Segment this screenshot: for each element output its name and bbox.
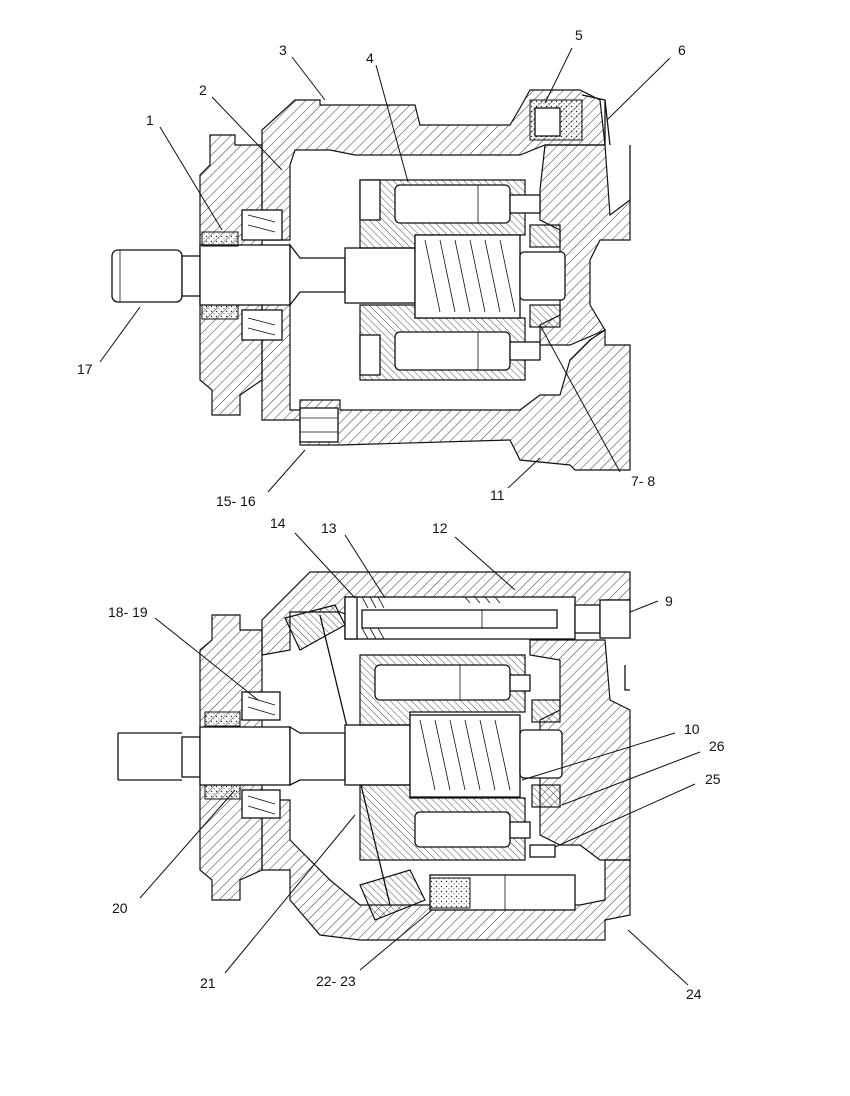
callout-5: 5 — [575, 27, 583, 43]
leader-4 — [375, 64, 409, 183]
leader-5 — [544, 47, 573, 104]
callout-25: 25 — [705, 771, 721, 787]
leader-25 — [554, 783, 696, 848]
leader-3 — [291, 56, 326, 101]
leader-6 — [606, 57, 671, 121]
callout-26: 26 — [709, 738, 725, 754]
callout-9: 9 — [665, 593, 673, 609]
leader-13 — [344, 534, 386, 599]
top-cross-section — [111, 89, 631, 471]
callout-21: 21 — [200, 975, 216, 991]
bottom-cross-section — [117, 571, 631, 941]
top-leaders — [99, 47, 671, 493]
leader-1 — [159, 126, 223, 231]
leader-18-19 — [154, 617, 259, 701]
callout-22-23: 22- 23 — [316, 973, 356, 989]
callout-3: 3 — [279, 42, 287, 58]
leader-21 — [224, 814, 356, 974]
callout-17: 17 — [77, 361, 93, 377]
leader-12 — [454, 536, 516, 591]
callout-11: 11 — [490, 487, 505, 503]
leader-14 — [294, 532, 356, 599]
leader-2 — [211, 96, 283, 171]
top-callouts: 1 2 3 4 5 6 17 15- 16 11 7- 8 — [77, 27, 686, 509]
leader-26 — [561, 751, 701, 806]
callout-12: 12 — [432, 520, 448, 536]
leader-15-16 — [267, 449, 306, 493]
leader-10 — [521, 732, 676, 781]
callout-20: 20 — [112, 900, 128, 916]
leader-11 — [507, 457, 541, 489]
callout-6: 6 — [678, 42, 686, 58]
callout-1: 1 — [146, 112, 154, 128]
leader-24 — [627, 929, 689, 986]
callout-4: 4 — [366, 50, 374, 66]
leader-17 — [99, 306, 141, 363]
leader-7-8 — [539, 324, 621, 473]
callout-10: 10 — [684, 721, 700, 737]
leader-9 — [629, 600, 659, 613]
callout-24: 24 — [686, 986, 702, 1002]
callout-2: 2 — [199, 82, 207, 98]
leader-20 — [139, 789, 236, 899]
bottom-leaders — [139, 532, 701, 986]
callout-18-19: 18- 19 — [108, 604, 148, 620]
callout-15-16: 15- 16 — [216, 493, 256, 509]
callout-14: 14 — [270, 515, 286, 531]
callout-13: 13 — [321, 520, 337, 536]
callout-7-8: 7- 8 — [631, 473, 655, 489]
leader-22-23 — [359, 909, 433, 971]
bottom-callouts: 14 13 12 18- 19 9 10 26 25 20 21 22- 23 … — [108, 515, 725, 1002]
